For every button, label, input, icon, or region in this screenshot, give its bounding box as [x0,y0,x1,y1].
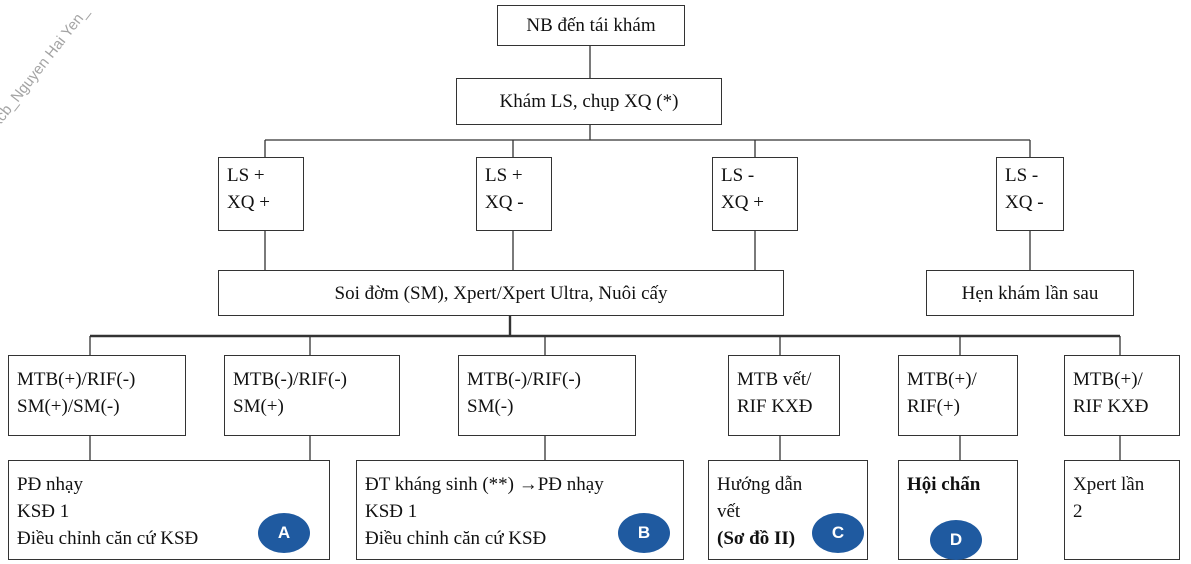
result-node-5: MTB(+)/ RIF(+) [898,355,1018,436]
exam-label: Khám LS, chụp XQ (*) [499,91,679,112]
root-label: NB đến tái khám [526,15,656,36]
badge-a: A [258,513,310,553]
next-visit-label: Hẹn khám lần sau [961,282,1099,304]
tests-label: Soi đờm (SM), Xpert/Xpert Ultra, Nuôi cấ… [334,282,668,304]
action-node-a: PĐ nhạy KSĐ 1 Điều chỉnh căn cứ KSĐ [8,460,330,560]
result-node-4: MTB vết/ RIF KXĐ [728,355,840,436]
ls-neg-xq-neg-node: LS - XQ - [996,157,1064,231]
ls-pos-xq-neg-node: LS + XQ - [476,157,552,231]
next-visit-node: Hẹn khám lần sau [926,270,1134,316]
exam-node: Khám LS, chụp XQ (*) [456,78,722,125]
action-node-e: Xpert lần 2 [1064,460,1180,560]
action-node-c: Hướng dẫn vết (Sơ đồ II) [708,460,868,560]
result-node-6: MTB(+)/ RIF KXĐ [1064,355,1180,436]
result-node-2: MTB(-)/RIF(-) SM(+) [224,355,400,436]
result-node-3: MTB(-)/RIF(-) SM(-) [458,355,636,436]
ls-pos-xq-pos-node: LS + XQ + [218,157,304,231]
badge-b: B [618,513,670,553]
badge-c: C [812,513,864,553]
ls-neg-xq-pos-node: LS - XQ + [712,157,798,231]
result-node-1: MTB(+)/RIF(-) SM(+)/SM(-) [8,355,186,436]
badge-d: D [930,520,982,560]
tests-node: Soi đờm (SM), Xpert/Xpert Ultra, Nuôi cấ… [218,270,784,316]
root-node: NB đến tái khám [497,5,685,46]
